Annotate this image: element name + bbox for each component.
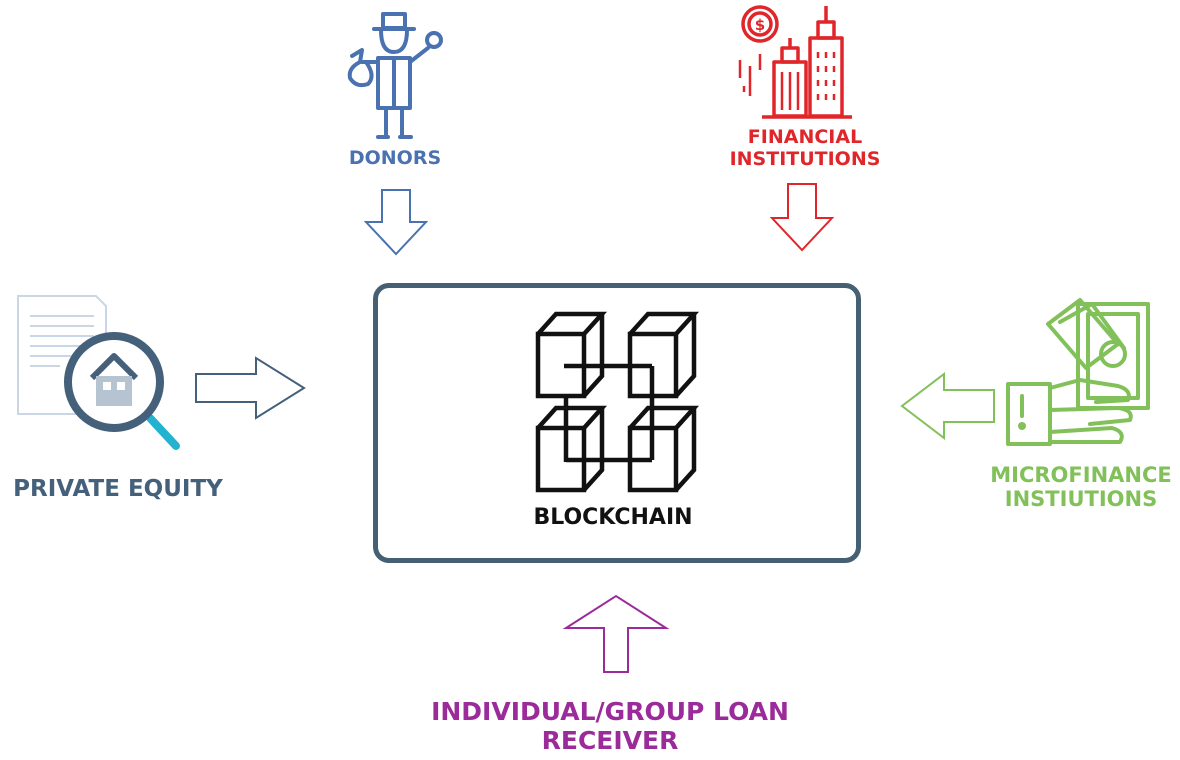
microfinance-label-line1: MICROFINANCE (990, 463, 1172, 487)
donors-label: DONORS (348, 147, 442, 169)
blockchain-label: BLOCKCHAIN (533, 505, 693, 530)
microfinance-label: MICROFINANCE INSTIUTIONS (982, 463, 1180, 511)
svg-text:$: $ (755, 16, 765, 34)
blockchain-box (373, 283, 861, 563)
financial-label-line2: INSTITUTIONS (729, 147, 881, 170)
financial-institutions-label: FINANCIAL INSTITUTIONS (710, 126, 900, 171)
loan-receiver-label-line2: RECEIVER (541, 725, 679, 755)
loan-receiver-label: INDIVIDUAL/GROUP LOAN RECEIVER (390, 697, 830, 756)
microfinance-label-line2: INSTIUTIONS (1004, 487, 1158, 512)
private-equity-label: PRIVATE EQUITY (13, 476, 223, 502)
financial-label-line1: FINANCIAL (747, 126, 863, 148)
loan-receiver-label-line1: INDIVIDUAL/GROUP LOAN (431, 697, 789, 726)
